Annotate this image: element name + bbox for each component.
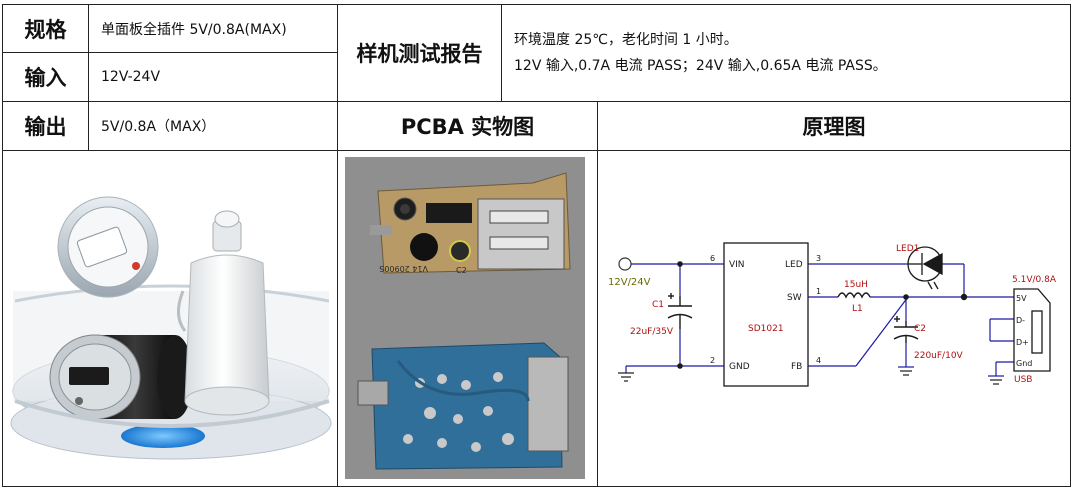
- table-border-bottom: [2, 486, 1071, 487]
- input-voltage-label: 12V/24V: [608, 277, 651, 288]
- c2-name: C2: [914, 324, 926, 334]
- pin-num-fb: 4: [816, 356, 821, 365]
- usb-pin-dminus: D-: [1016, 316, 1025, 325]
- pin-num-led: 3: [816, 254, 821, 263]
- ground-symbol-c2: [900, 370, 912, 376]
- schematic-diagram: 12V/24V C1 22uF/35V VIN GND LED SW FB SD…: [598, 151, 1070, 486]
- capacitor-c2: [893, 316, 919, 343]
- table-rule: [337, 4, 338, 487]
- report-title: 样机测试报告: [356, 42, 483, 66]
- usb-pin-dplus: D+: [1016, 338, 1029, 347]
- c1-name: C1: [652, 300, 664, 310]
- table-rule: [501, 4, 502, 102]
- schematic-header: 原理图: [802, 115, 866, 139]
- diode-photo: [426, 203, 472, 223]
- c2-value: 220uF/10V: [914, 351, 964, 361]
- l1-value: 15uH: [844, 280, 868, 290]
- usb-connector-bottom: [527, 356, 569, 452]
- capacitor-c1: [667, 293, 693, 329]
- input-terminal: [618, 257, 632, 271]
- pin-num-vin: 6: [710, 254, 715, 263]
- pin-fb: FB: [791, 362, 802, 372]
- pin-vin: VIN: [729, 260, 745, 270]
- ground-symbol-left: [618, 372, 634, 382]
- table-rule: [88, 4, 89, 151]
- product-photo: [3, 151, 337, 486]
- label-input: 输入: [24, 66, 67, 90]
- table-border-top: [2, 4, 1071, 5]
- usb-connector-top: [477, 198, 565, 270]
- pin-sw: SW: [787, 293, 802, 303]
- board-silk-c2: C2: [456, 266, 467, 275]
- car-charger-illustration: [10, 196, 332, 460]
- report-line-2: 12V 输入,0.7A 电流 PASS；24V 输入,0.65A 电流 PASS…: [514, 58, 887, 74]
- ic-name: SD1021: [748, 324, 784, 334]
- pin-led: LED: [785, 260, 803, 270]
- report-line-1: 环境温度 25℃，老化时间 1 小时。: [514, 32, 738, 48]
- schematic-svg: 12V/24V C1 22uF/35V VIN GND LED SW FB SD…: [608, 242, 1057, 387]
- table-rule: [2, 52, 337, 53]
- pin-num-gnd: 2: [710, 356, 715, 365]
- led1-name: LED1: [896, 244, 919, 254]
- ground-symbol-usb: [990, 379, 1002, 385]
- c1-value: 22uF/35V: [630, 327, 674, 337]
- pcba-photo: V14 20900S C2: [338, 151, 597, 486]
- usb-rating: 5.1V/0.8A: [1012, 275, 1057, 285]
- ic-sd1021: [723, 242, 809, 387]
- table-rule: [2, 150, 1071, 151]
- value-output: 5V/0.8A（MAX）: [101, 119, 216, 135]
- pin-gnd: GND: [729, 362, 750, 372]
- label-output: 输出: [24, 115, 67, 139]
- pcba-header: PCBA 实物图: [400, 115, 535, 139]
- led-diode: [907, 246, 943, 290]
- inductor-l1: [837, 292, 871, 299]
- inductor-photo: [410, 233, 438, 261]
- table-rule: [2, 101, 1071, 102]
- table-rule: [597, 101, 598, 487]
- value-spec: 单面板全插件 5V/0.8A(MAX): [101, 21, 287, 38]
- board-silk-top: V14 20900S: [379, 264, 428, 273]
- report-notes: 环境温度 25℃，老化时间 1 小时。 12V 输入,0.7A 电流 PASS；…: [502, 5, 1070, 101]
- usb-pin-5v: 5V: [1016, 294, 1027, 303]
- l1-name: L1: [852, 304, 863, 314]
- value-input: 12V-24V: [101, 69, 161, 85]
- usb-pin-gnd: Gnd: [1016, 359, 1032, 368]
- label-spec: 规格: [24, 17, 67, 42]
- table-border-right: [1070, 4, 1071, 487]
- usb-name: USB: [1014, 375, 1032, 385]
- table-border-left: [2, 4, 3, 487]
- pcba-board-photos: V14 20900S C2: [345, 157, 585, 479]
- pin-num-sw: 1: [816, 287, 821, 296]
- usb-connector-symbol: [1013, 288, 1051, 372]
